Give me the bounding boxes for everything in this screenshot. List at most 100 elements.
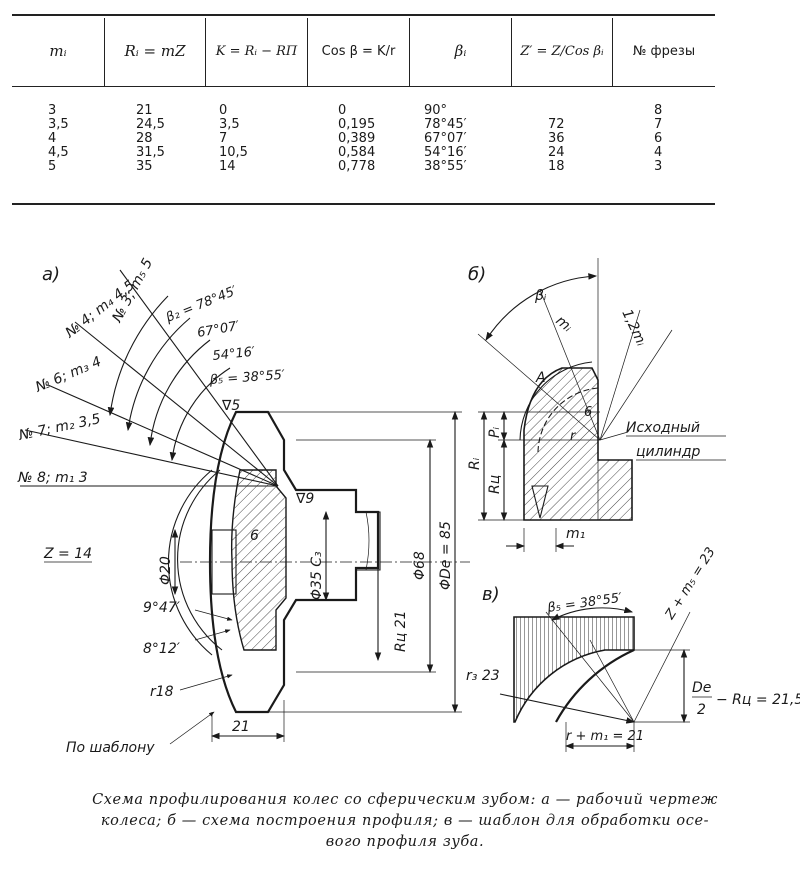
dim-d20: Φ20 xyxy=(158,556,174,585)
dim-d68: Φ68 xyxy=(412,551,428,580)
caption-line: вого профиля зуба. xyxy=(325,834,485,850)
shaft-outline xyxy=(356,511,381,571)
pitch-arc xyxy=(537,387,599,453)
table-cell: 54°16′ xyxy=(424,145,467,160)
figure-b-label: б) xyxy=(468,264,486,285)
angle-label-67: 67°07′ xyxy=(196,319,241,341)
tooth-arc xyxy=(167,469,213,656)
cylinder-label-1: Исходный xyxy=(626,420,700,436)
table-cell: 5 xyxy=(48,159,57,174)
figure-caption: Схема профилирования колес со сферически… xyxy=(20,790,790,853)
column-ri: 21 24,5 28 31,5 35 xyxy=(136,104,165,174)
table-cell: 0,584 xyxy=(338,145,376,160)
beta5-label: β₅ = 38°55′ xyxy=(545,591,623,616)
table-cell: 8 xyxy=(654,103,663,118)
caption-line: колеса; б — схема построения профиля; в … xyxy=(100,813,710,829)
profile-arc xyxy=(519,361,593,441)
column-k: 0 3,5 7 10,5 14 xyxy=(219,104,248,174)
table-cell: 4 xyxy=(654,145,663,160)
technical-drawing: а) № 3; m₅ 5 № 4; m₄ 4,5 № 6; m₃ 4 № 7; … xyxy=(17,256,800,756)
dim-rc21: Rц 21 xyxy=(393,610,409,652)
roughness-5: ∇5 xyxy=(221,398,240,414)
figure-c-label: в) xyxy=(482,584,500,605)
b-r-label: r xyxy=(570,429,577,444)
table-cell: 6 xyxy=(654,131,663,146)
de-numerator: De xyxy=(692,680,711,696)
table-cell: 0 xyxy=(219,103,228,118)
table-cell: 4 xyxy=(48,131,57,146)
dim-21: 21 xyxy=(232,719,250,735)
header-mi: mᵢ xyxy=(49,42,67,60)
table-cell: 24,5 xyxy=(136,117,165,132)
cylinder-label-2: цилиндр xyxy=(636,444,701,460)
angle-arc xyxy=(169,367,231,462)
figure-a-label: а) xyxy=(42,264,60,285)
table-cell: 24 xyxy=(548,145,565,160)
beta-arc xyxy=(485,273,598,341)
figure-b-profile-construction: б) βᵢ mᵢ 1,2mᵢ A 6 r Pᵢ Rᵢ Rц xyxy=(467,258,726,552)
table-cell: 78°45′ xyxy=(424,117,467,132)
table-cell: 3 xyxy=(654,159,663,174)
column-mi: 3 3,5 4 4,5 5 xyxy=(48,104,69,174)
r23-leader xyxy=(499,693,636,724)
de-rest: − Rц = 21,5 xyxy=(716,692,800,708)
m1-label: m₁ xyxy=(566,526,585,542)
figure-a-gear-drawing: а) № 3; m₅ 5 № 4; m₄ 4,5 № 6; m₃ 4 № 7; … xyxy=(17,256,470,756)
cutter-label-6: № 6; m₃ 4 xyxy=(32,354,103,396)
m12-label: 1,2mᵢ xyxy=(618,307,649,349)
dim-r18: r18 xyxy=(150,684,174,700)
angle-arc xyxy=(147,339,211,447)
table-cell: 90° xyxy=(424,103,448,118)
dim-6: 6 xyxy=(250,528,259,544)
mi-label: mᵢ xyxy=(552,313,575,336)
de-denominator: 2 xyxy=(697,702,706,718)
table-cell: 31,5 xyxy=(136,145,165,160)
table-cell: 67°07′ xyxy=(424,131,467,146)
zm-label: Z + m₅ = 23 xyxy=(662,545,719,623)
angle-label-54: 54°16′ xyxy=(212,345,256,364)
table-cell: 0 xyxy=(338,103,347,118)
angle-label-beta5: β₅ = 38°55′ xyxy=(208,368,285,388)
table-cell: 21 xyxy=(136,103,153,118)
b-dim-6: 6 xyxy=(584,405,592,420)
column-beta: 90° 78°45′ 67°07′ 54°16′ 38°55′ xyxy=(424,104,467,174)
gear-section-hatch xyxy=(230,469,287,651)
gear-outline xyxy=(208,410,380,714)
angle-arc xyxy=(125,317,191,432)
table-cell: 36 xyxy=(548,131,565,146)
tooth-slot xyxy=(531,485,549,519)
table-cell: 18 xyxy=(548,159,565,174)
template-hatch xyxy=(513,616,635,723)
column-cutter-no: 8 7 6 4 3 xyxy=(654,104,662,174)
table-cell: 3 xyxy=(48,103,57,118)
header-ri: Rᵢ = mZ xyxy=(124,42,186,60)
dim-d35: Φ35 C₃ xyxy=(309,551,325,600)
table-cell: 38°55′ xyxy=(424,159,467,174)
parameters-table: mᵢ Rᵢ = mZ K = Rᵢ − RП Cos β = K/r βᵢ Z′… xyxy=(12,14,715,205)
table-cell: 7 xyxy=(654,117,663,132)
column-cos-beta: 0 0,195 0,389 0,584 0,778 xyxy=(338,104,375,174)
dim-angle-9-47: 9°47′ xyxy=(143,600,181,616)
table-cell: 3,5 xyxy=(48,117,69,132)
roughness-9: ∇9 xyxy=(295,491,314,507)
table-cell: 3,5 xyxy=(219,117,240,132)
dim-dde: ΦDe = 85 xyxy=(438,521,454,590)
z-label: Z = 14 xyxy=(43,546,92,562)
point-a-label: A xyxy=(535,370,546,386)
shaft-break xyxy=(365,511,370,571)
header-cutter-no: № фрезы xyxy=(632,43,696,59)
table-cell: 0,389 xyxy=(338,131,376,146)
angle-arc xyxy=(107,295,169,417)
r23-label: r₃ 23 xyxy=(466,668,500,684)
pi-label: Pᵢ xyxy=(487,427,503,438)
cutter-label-7: № 7; m₂ 3,5 xyxy=(17,411,103,444)
table-cell: 72 xyxy=(548,117,565,132)
header-z-prime: Z′ = Z/Cos βᵢ xyxy=(520,43,604,59)
table-cell: 0,778 xyxy=(338,159,376,174)
rc-label: Rц xyxy=(487,475,503,494)
ri-label: Rᵢ xyxy=(467,457,483,470)
header-cos-beta: Cos β = K/r xyxy=(321,43,396,59)
table-cell: 4,5 xyxy=(48,145,69,160)
figure-c-template: в) β₅ = 38°55′ Z + m₅ = 23 r₃ 23 De 2 − … xyxy=(466,545,800,752)
header-beta: βᵢ xyxy=(454,42,467,60)
